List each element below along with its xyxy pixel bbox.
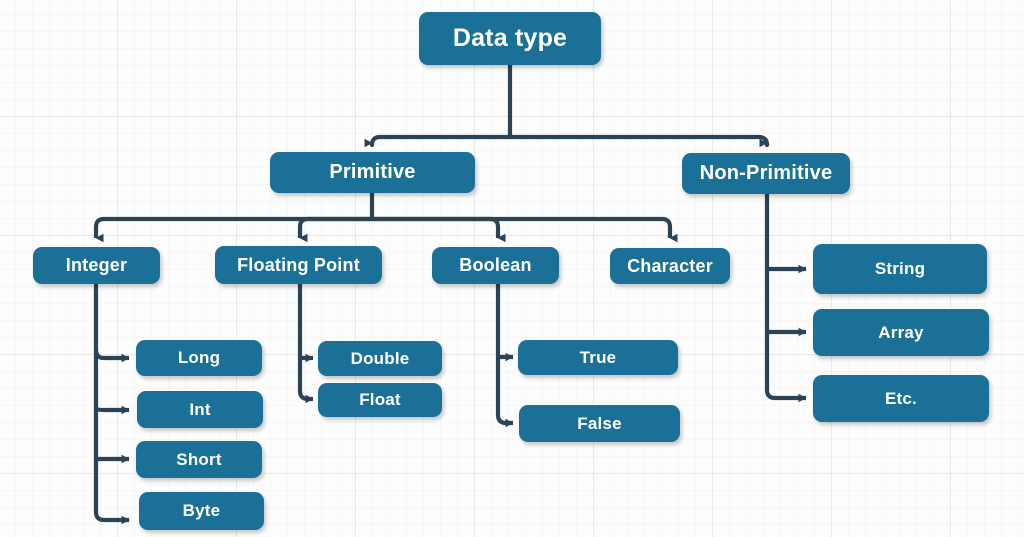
node-true[interactable]: True: [518, 340, 678, 375]
node-label: Integer: [65, 255, 128, 275]
node-float[interactable]: Float: [318, 383, 442, 417]
node-label: Etc.: [885, 388, 917, 408]
node-string[interactable]: String: [813, 244, 987, 294]
node-label: Float: [359, 390, 401, 409]
edge-primitive-floating: [297, 216, 372, 243]
node-boolean[interactable]: Boolean: [432, 247, 559, 284]
edge-nonprimitive-trunk: [764, 192, 807, 403]
node-short[interactable]: Short: [136, 441, 262, 478]
node-data-type[interactable]: Data type: [419, 12, 601, 65]
edge-integer-trunk: [93, 283, 130, 525]
node-label: Non-Primitive: [699, 162, 833, 184]
node-false[interactable]: False: [519, 405, 680, 442]
node-byte[interactable]: Byte: [139, 492, 264, 530]
node-label: Data type: [452, 24, 568, 52]
node-etc[interactable]: Etc.: [813, 375, 989, 422]
node-character[interactable]: Character: [610, 248, 730, 284]
node-label: Short: [176, 449, 222, 469]
node-label: Double: [350, 348, 410, 368]
node-int[interactable]: Int: [137, 391, 263, 428]
node-label: Long: [177, 348, 221, 367]
edge-root-primitive: [364, 134, 510, 148]
node-label: False: [577, 413, 622, 433]
node-integer[interactable]: Integer: [33, 247, 160, 284]
edge-root-nonprimitive: [510, 134, 770, 148]
node-label: Int: [189, 399, 211, 419]
edge-primitive-integer: [93, 216, 372, 243]
node-long[interactable]: Long: [136, 340, 262, 376]
node-primitive[interactable]: Primitive: [270, 152, 475, 193]
node-label: Floating Point: [237, 254, 360, 275]
node-label: True: [579, 347, 617, 367]
node-array[interactable]: Array: [813, 309, 989, 356]
node-label: Character: [627, 255, 713, 276]
edge-floating-trunk: [297, 283, 314, 404]
edge-boolean-trunk: [495, 283, 514, 428]
node-label: Array: [878, 322, 924, 342]
edge-primitive-boolean: [372, 216, 506, 243]
node-non-primitive[interactable]: Non-Primitive: [682, 153, 850, 194]
edge-integer-long: [93, 349, 130, 363]
node-label: Byte: [182, 501, 221, 520]
node-label: Primitive: [329, 161, 416, 183]
edge-integer-int: [93, 405, 130, 415]
node-label: String: [874, 259, 926, 278]
edge-primitive-character: [372, 216, 678, 243]
node-floating-point[interactable]: Floating Point: [215, 246, 382, 284]
node-label: Boolean: [459, 255, 532, 275]
node-double[interactable]: Double: [318, 341, 442, 376]
